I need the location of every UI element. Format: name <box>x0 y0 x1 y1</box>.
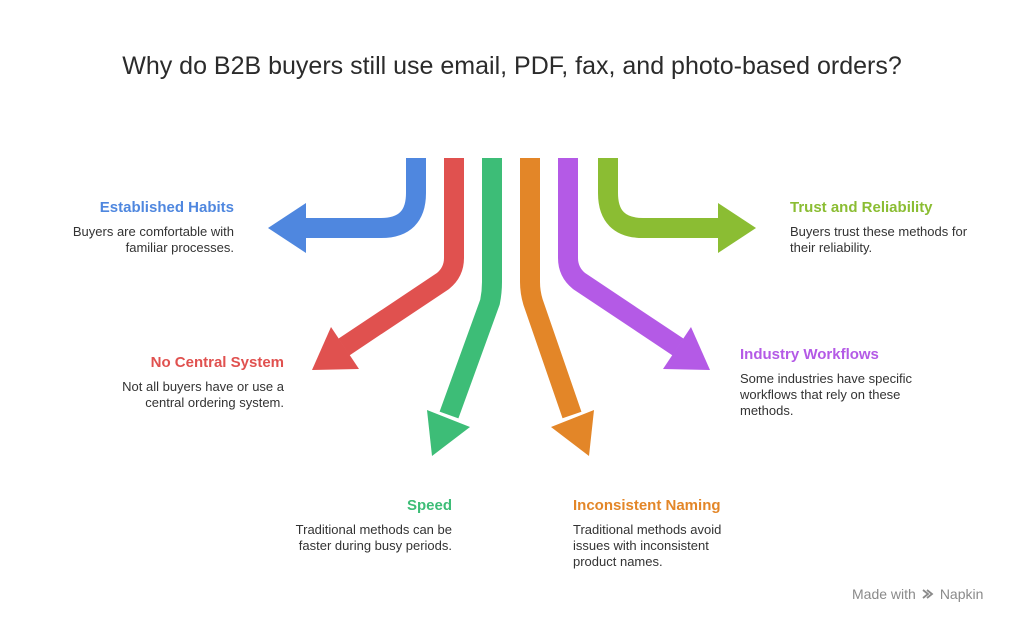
reason-industry-workflows: Industry Workflows Some industries have … <box>740 346 912 419</box>
arrow-established-habits <box>305 158 426 238</box>
reason-heading: Trust and Reliability <box>790 199 933 216</box>
reason-speed: Speed Traditional methods can be faster … <box>270 497 452 554</box>
reason-heading: Speed <box>406 497 452 514</box>
reason-heading: Inconsistent Naming <box>573 497 721 514</box>
arrowhead-inconsistent-naming <box>551 410 594 456</box>
made-with-napkin-footer: Made with Napkin <box>852 586 983 602</box>
reason-heading: Established Habits <box>99 199 234 216</box>
arrow-industry-workflows <box>558 158 684 356</box>
arrowhead-no-central-system <box>312 327 359 370</box>
reason-established-habits: Established Habits Buyers are comfortabl… <box>40 199 234 256</box>
made-with-label: Made with <box>852 586 916 602</box>
reason-description: Buyers are comfortable with familiar pro… <box>72 224 234 255</box>
reason-description: Some industries have specific workflows … <box>740 371 912 418</box>
diagram-title: Why do B2B buyers still use email, PDF, … <box>122 52 902 80</box>
reason-no-central-system: No Central System Not all buyers have or… <box>96 354 284 411</box>
reason-description: Not all buyers have or use a central ord… <box>122 379 284 410</box>
arrow-inconsistent-naming <box>520 158 582 419</box>
arrowhead-trust-and-reliability <box>718 203 756 253</box>
napkin-logo-icon <box>921 587 935 601</box>
arrow-speed <box>439 158 502 419</box>
reason-heading: Industry Workflows <box>740 346 879 363</box>
reason-description: Traditional methods can be faster during… <box>295 522 452 553</box>
reason-heading: No Central System <box>150 354 284 371</box>
arrow-no-central-system <box>338 158 464 356</box>
arrowhead-speed <box>427 410 470 456</box>
arrowhead-industry-workflows <box>663 327 710 370</box>
reason-description: Buyers trust these methods for their rel… <box>790 224 968 255</box>
arrowhead-established-habits <box>268 203 306 253</box>
arrow-trust-and-reliability <box>598 158 719 238</box>
reason-trust-and-reliability: Trust and Reliability Buyers trust these… <box>790 199 970 256</box>
napkin-brand-label: Napkin <box>939 586 984 602</box>
reason-inconsistent-naming: Inconsistent Naming Traditional methods … <box>573 497 745 570</box>
reason-description: Traditional methods avoid issues with in… <box>573 522 722 569</box>
